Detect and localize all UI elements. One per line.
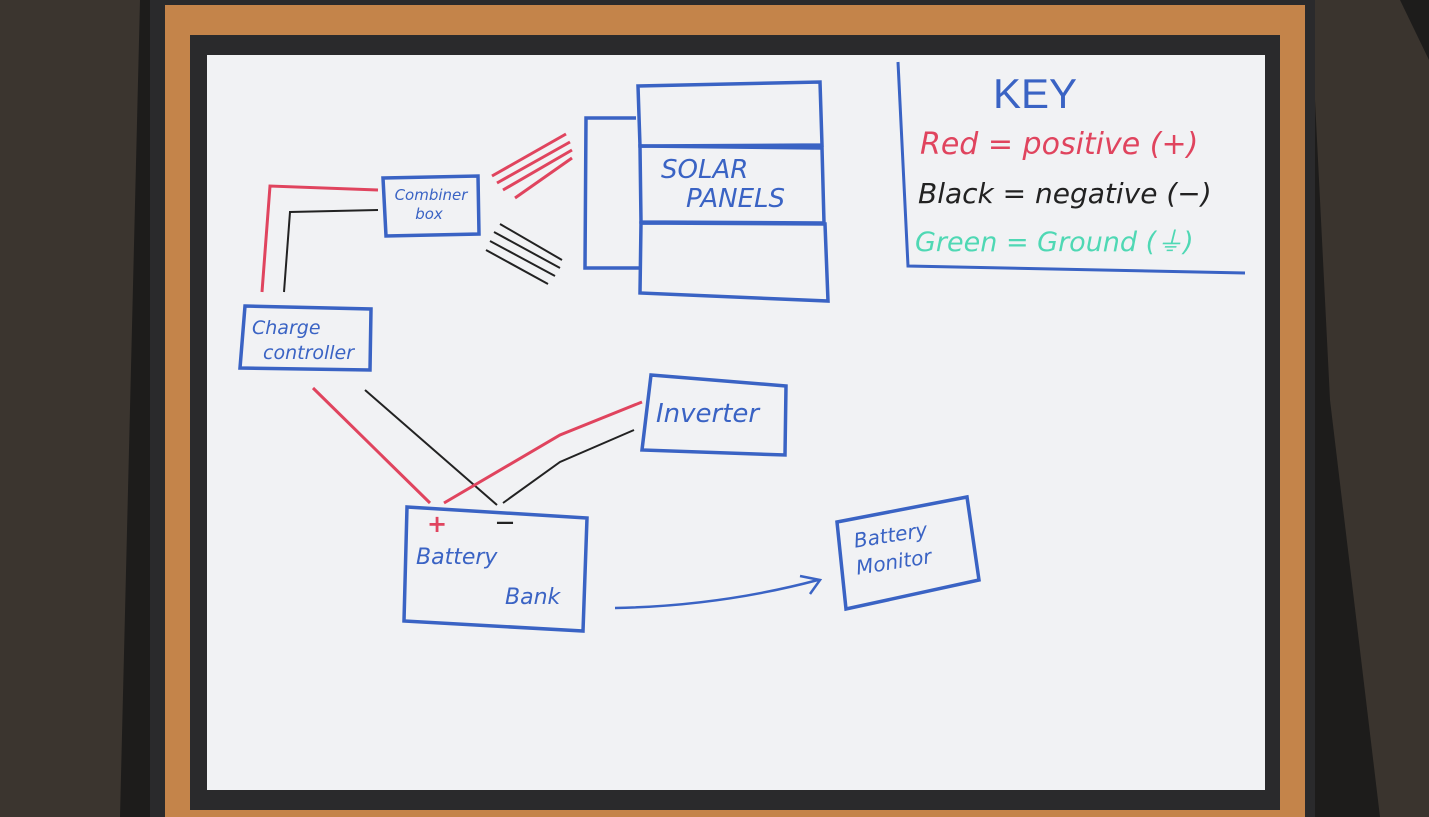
inverter-label: Inverter [656,399,761,429]
key-title: KEY [993,70,1077,117]
left-wood-plank [0,0,140,817]
key-black-entry: Black = negative (−) [918,177,1212,210]
charge-controller-label-line2: controller [263,342,355,364]
combiner-box-label-line2: box [415,205,443,223]
key-green-entry: Green = Ground (⏚) [915,227,1194,258]
battery-negative-terminal: — [496,512,514,533]
solar-panels-label-line2: PANELS [686,184,785,214]
solar-panels-label-line1: SOLAR [661,155,748,185]
battery-positive-terminal: + [427,510,447,538]
battery-bank-label-line1: Battery [416,545,498,570]
key-red-entry: Red = positive (+) [920,127,1198,162]
charge-controller-label-line1: Charge [252,317,321,339]
battery-bank-label-line2: Bank [505,585,562,610]
combiner-box-label-line1: Combiner [395,186,469,204]
